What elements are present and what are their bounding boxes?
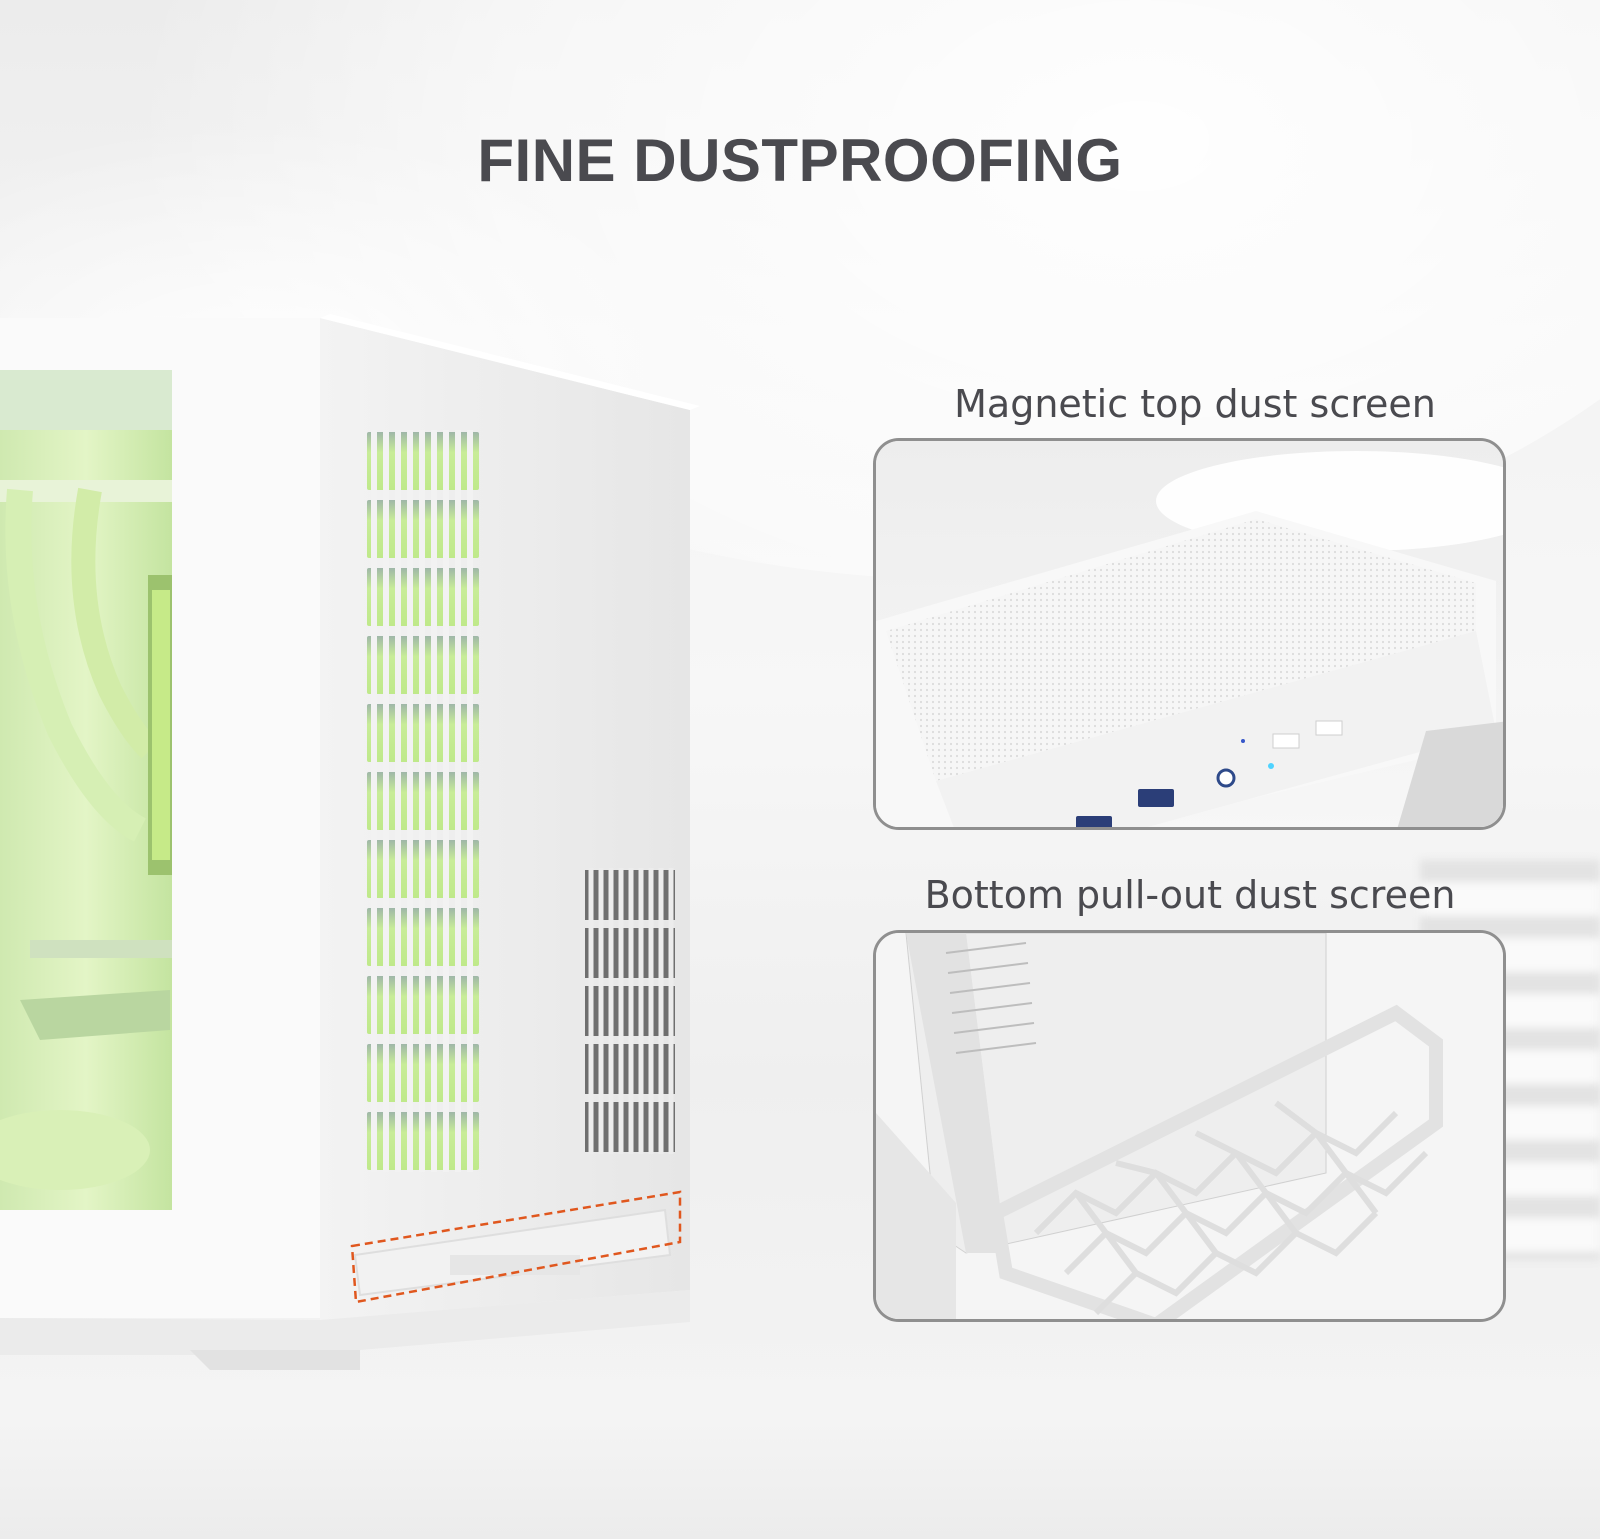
top-dust-screen-caption: Magnetic top dust screen [954, 382, 1436, 426]
bottom-dust-screen-photo-icon [876, 933, 1503, 1319]
pc-case-icon [0, 314, 700, 1370]
top-dust-screen-panel [873, 438, 1506, 830]
page-title: FINE DUSTPROOFING [477, 127, 1123, 194]
bottom-dust-screen-panel [873, 930, 1506, 1322]
bottom-dust-screen-caption: Bottom pull-out dust screen [924, 873, 1456, 917]
background-floor [0, 1340, 1600, 1539]
top-dust-screen-photo-icon [876, 441, 1503, 827]
dust-screen-highlight [350, 1190, 682, 1304]
